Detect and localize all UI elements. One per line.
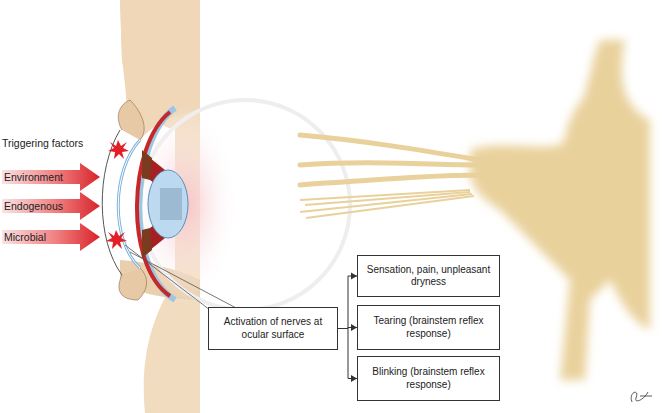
trigger-label: Endogenous [4,200,63,212]
trigger-label: Environment [4,171,63,183]
outcome-box: Tearing (brainstem reflex response) [357,305,500,350]
connector-arrow [338,273,357,329]
outcome-box: Blinking (brainstem reflex response) [357,356,500,401]
box-text: Sensation, pain, unpleasant dryness [363,264,494,289]
connector-arrow [338,329,357,383]
heading-label: Triggering factors [2,137,83,149]
box-text: Blinking (brainstem reflex response) [363,366,494,391]
box-text: Activation of nerves at ocular surface [214,316,332,341]
box-text: Tearing (brainstem reflex response) [363,315,494,340]
trigger-label: Microbial [4,231,46,243]
process-box: Activation of nerves at ocular surface [208,307,338,350]
outcome-box: Sensation, pain, unpleasant dryness [357,255,500,297]
